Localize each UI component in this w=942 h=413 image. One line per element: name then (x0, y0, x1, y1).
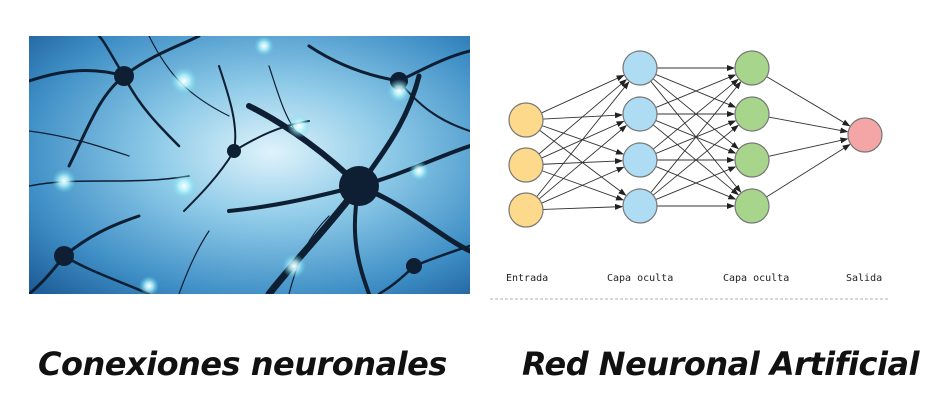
connection-edge (541, 166, 625, 204)
connection-edge (768, 137, 849, 157)
network-graph: Entrada Capa oculta Capa oculta Salida (490, 50, 895, 302)
connection-edge (650, 81, 742, 194)
connection-edge (766, 76, 851, 127)
connection-edge (542, 203, 624, 210)
layer-label-hidden-1: Capa oculta (607, 273, 673, 284)
layer-label-hidden-2: Capa oculta (723, 273, 789, 284)
connection-edge (538, 124, 627, 200)
output-node (847, 117, 883, 153)
caption-neural-connections: Conexiones neuronales (38, 345, 447, 383)
hidden2-node (734, 188, 770, 224)
hidden1-node (622, 50, 658, 86)
connection-edge (768, 116, 849, 134)
caption-artificial-neural-network: Red Neuronal Artificial (522, 345, 920, 383)
connection-edge (536, 81, 630, 198)
connection-edge (655, 74, 737, 108)
connection-edge (766, 144, 851, 198)
hidden2-node (734, 50, 770, 86)
neural-network-diagram: Entrada Capa oculta Capa oculta Salida (490, 30, 895, 302)
connection-edge (655, 166, 737, 200)
hidden2-node (734, 96, 770, 132)
hidden1-node (622, 96, 658, 132)
input-node (508, 102, 544, 138)
connection-edge (652, 124, 739, 196)
connection-edge (538, 79, 628, 155)
input-node (508, 147, 544, 183)
connection-edge (541, 75, 625, 114)
connection-edge (652, 78, 739, 150)
neurons-image (29, 36, 470, 294)
hidden1-node (622, 188, 658, 224)
hidden2-node (734, 142, 770, 178)
layer-label-output: Salida (846, 273, 882, 284)
input-node (508, 192, 544, 228)
layer-label-input: Entrada (506, 273, 548, 284)
neuron-illustration (29, 36, 470, 294)
hidden1-node (622, 142, 658, 178)
